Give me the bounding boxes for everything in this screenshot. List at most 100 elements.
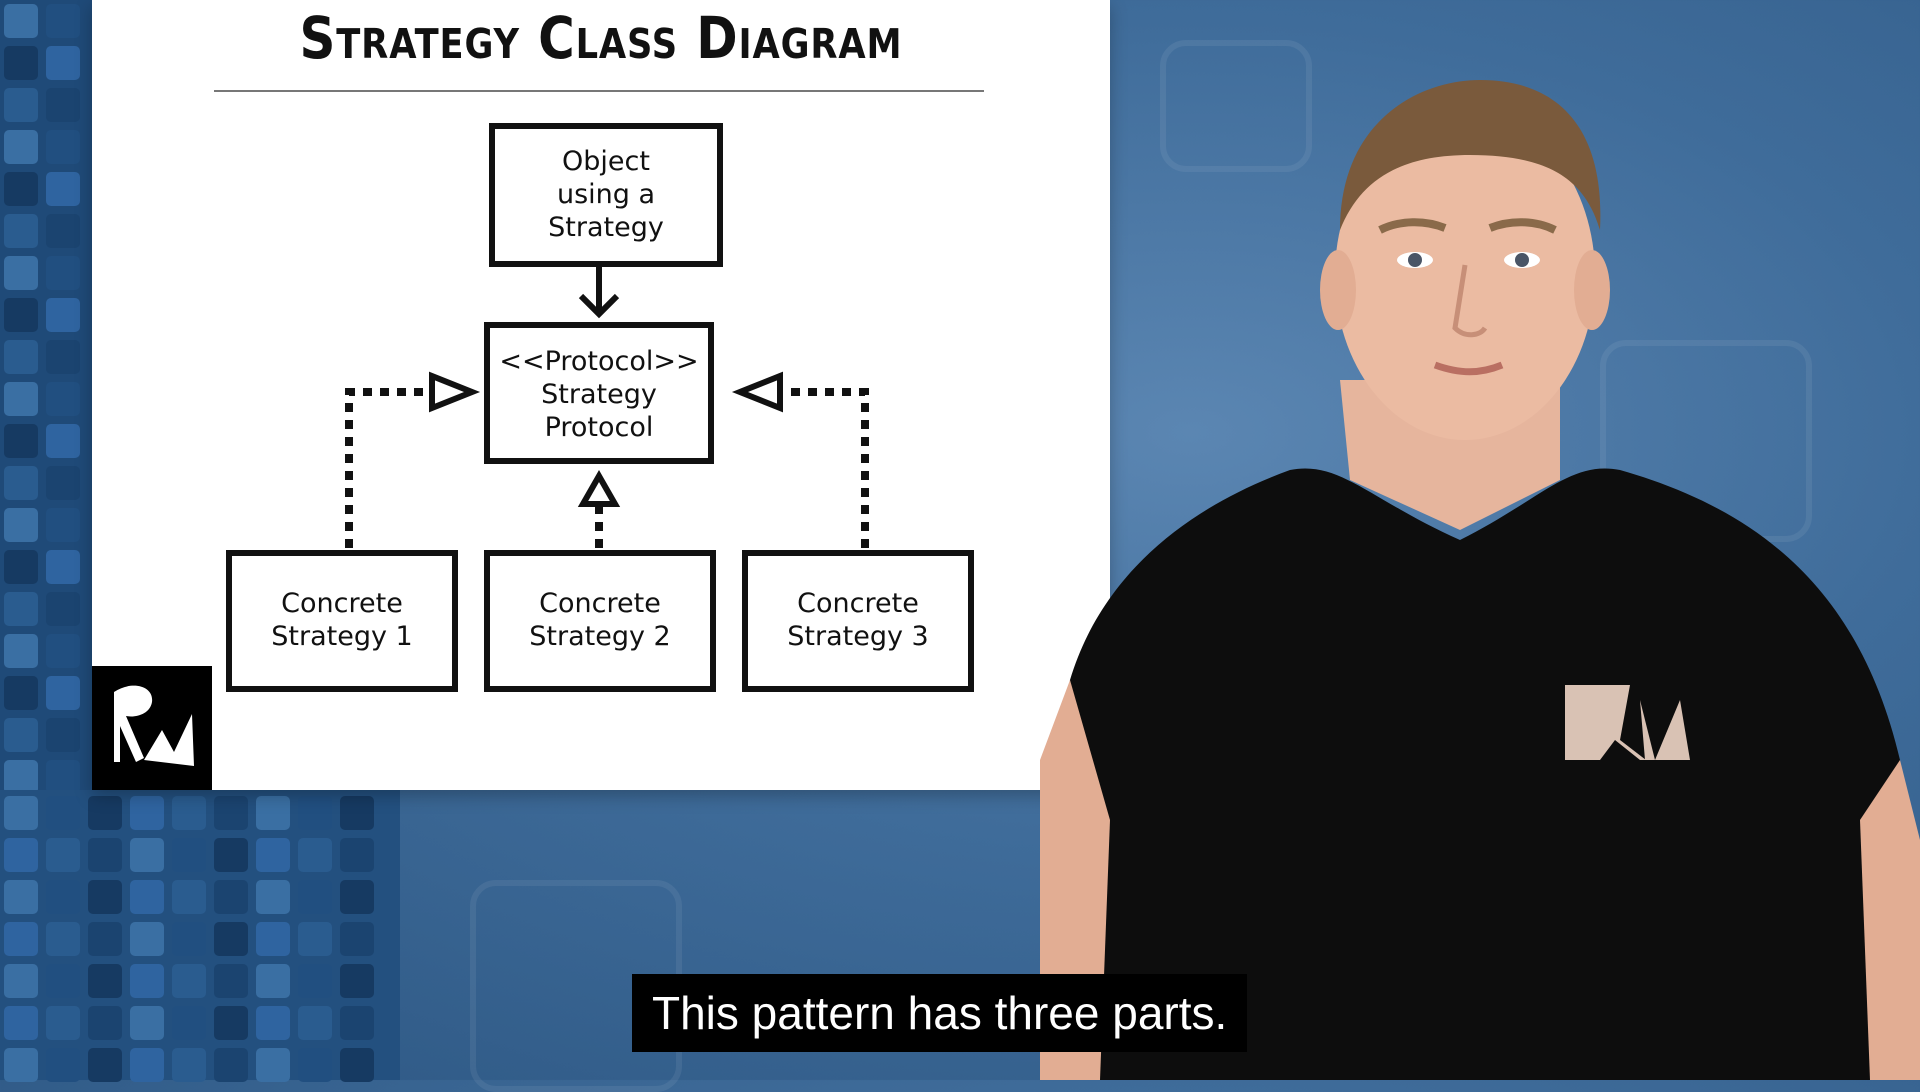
mosaic-tile bbox=[4, 46, 38, 80]
mosaic-tile bbox=[4, 466, 38, 500]
black-tshirt bbox=[1040, 468, 1920, 1080]
mosaic-tile bbox=[214, 796, 248, 830]
realization-arrow-1 bbox=[345, 371, 481, 548]
mosaic-tile bbox=[298, 838, 332, 872]
mosaic-tile bbox=[4, 130, 38, 164]
mosaic-tile bbox=[46, 838, 80, 872]
mosaic-tile bbox=[130, 922, 164, 956]
raywenderlich-logo bbox=[92, 666, 212, 790]
mosaic-tile bbox=[172, 1048, 206, 1082]
mosaic-tile bbox=[88, 964, 122, 998]
mosaic-tile bbox=[256, 964, 290, 998]
mosaic-tile bbox=[46, 1048, 80, 1082]
concrete-2-line-1: Concrete bbox=[539, 588, 661, 619]
mosaic-tile bbox=[4, 424, 38, 458]
mosaic-tile bbox=[214, 1006, 248, 1040]
mosaic-tile bbox=[46, 298, 80, 332]
mosaic-tile bbox=[172, 838, 206, 872]
mosaic-tile bbox=[298, 796, 332, 830]
mosaic-tile bbox=[4, 256, 38, 290]
mosaic-tile bbox=[4, 718, 38, 752]
mosaic-tile bbox=[46, 172, 80, 206]
mosaic-tile bbox=[4, 550, 38, 584]
mosaic-tile bbox=[214, 922, 248, 956]
mosaic-tile bbox=[298, 1048, 332, 1082]
mosaic-tile bbox=[4, 508, 38, 542]
mosaic-tile bbox=[4, 634, 38, 668]
strategy-class-diagram: Object using a Strategy <<Protocol>> Str… bbox=[226, 123, 974, 692]
mosaic-tile bbox=[46, 880, 80, 914]
mosaic-tile bbox=[46, 634, 80, 668]
mosaic-tile bbox=[88, 922, 122, 956]
mosaic-tile bbox=[130, 838, 164, 872]
mosaic-tile bbox=[46, 592, 80, 626]
mosaic-tile bbox=[46, 46, 80, 80]
mosaic-tile bbox=[340, 1006, 374, 1040]
slide-title: Strategy Class Diagram bbox=[299, 4, 903, 72]
uses-arrow bbox=[578, 266, 620, 319]
mosaic-tile bbox=[130, 964, 164, 998]
background-app-icon bbox=[1160, 40, 1312, 172]
mosaic-tile bbox=[130, 1048, 164, 1082]
concrete-strategy-2-box: Concrete Strategy 2 bbox=[484, 550, 716, 692]
mosaic-tile bbox=[46, 424, 80, 458]
mosaic-tile bbox=[214, 1048, 248, 1082]
strategy-protocol-box: <<Protocol>> Strategy Protocol bbox=[484, 322, 714, 464]
mosaic-tile bbox=[46, 256, 80, 290]
concrete-3-line-2: Strategy 3 bbox=[787, 621, 928, 652]
mosaic-tile bbox=[88, 1048, 122, 1082]
mosaic-tile bbox=[340, 1048, 374, 1082]
mosaic-tile bbox=[4, 838, 38, 872]
client-box-line-3: Strategy bbox=[548, 212, 664, 243]
mosaic-tile bbox=[172, 1006, 206, 1040]
mosaic-tile bbox=[4, 88, 38, 122]
mosaic-tile bbox=[46, 466, 80, 500]
concrete-strategy-1-box: Concrete Strategy 1 bbox=[226, 550, 458, 692]
mosaic-tile bbox=[46, 760, 80, 794]
mosaic-tile bbox=[46, 508, 80, 542]
client-object-box: Object using a Strategy bbox=[489, 123, 723, 267]
mosaic-tile bbox=[256, 1006, 290, 1040]
slide: Strategy Class Diagram Object using a St… bbox=[92, 0, 1110, 790]
mosaic-tile bbox=[46, 214, 80, 248]
mosaic-tile bbox=[340, 964, 374, 998]
mosaic-tile bbox=[46, 130, 80, 164]
mosaic-tile bbox=[46, 922, 80, 956]
concrete-strategy-3-box: Concrete Strategy 3 bbox=[742, 550, 974, 692]
mosaic-tile bbox=[256, 922, 290, 956]
mosaic-tile bbox=[4, 382, 38, 416]
mosaic-tile bbox=[4, 4, 38, 38]
mosaic-tile bbox=[46, 550, 80, 584]
mosaic-tile bbox=[4, 796, 38, 830]
mosaic-tile bbox=[256, 796, 290, 830]
mosaic-tile bbox=[172, 922, 206, 956]
mosaic-tile bbox=[4, 676, 38, 710]
title-divider bbox=[214, 90, 984, 92]
caption-subtitle: This pattern has three parts. bbox=[632, 974, 1248, 1052]
mosaic-tile bbox=[46, 964, 80, 998]
background-mosaic-bottom bbox=[0, 790, 400, 1082]
mosaic-tile bbox=[46, 88, 80, 122]
mosaic-tile bbox=[256, 880, 290, 914]
mosaic-tile bbox=[172, 796, 206, 830]
mosaic-tile bbox=[130, 1006, 164, 1040]
mosaic-tile bbox=[172, 880, 206, 914]
realization-arrow-3 bbox=[731, 371, 869, 548]
mosaic-tile bbox=[4, 298, 38, 332]
mosaic-tile bbox=[298, 922, 332, 956]
concrete-3-line-1: Concrete bbox=[797, 588, 919, 619]
protocol-box-line-1: <<Protocol>> bbox=[499, 346, 698, 377]
realization-arrow-2 bbox=[577, 469, 621, 548]
mosaic-tile bbox=[256, 838, 290, 872]
client-box-line-1: Object bbox=[562, 146, 650, 177]
mosaic-tile bbox=[4, 922, 38, 956]
concrete-1-line-2: Strategy 1 bbox=[271, 621, 412, 652]
mosaic-tile bbox=[130, 880, 164, 914]
mosaic-tile bbox=[4, 340, 38, 374]
concrete-2-line-2: Strategy 2 bbox=[529, 621, 670, 652]
mosaic-tile bbox=[88, 838, 122, 872]
presenter bbox=[1040, 80, 1920, 1080]
mosaic-tile bbox=[46, 1006, 80, 1040]
mosaic-tile bbox=[340, 922, 374, 956]
mosaic-tile bbox=[4, 1006, 38, 1040]
